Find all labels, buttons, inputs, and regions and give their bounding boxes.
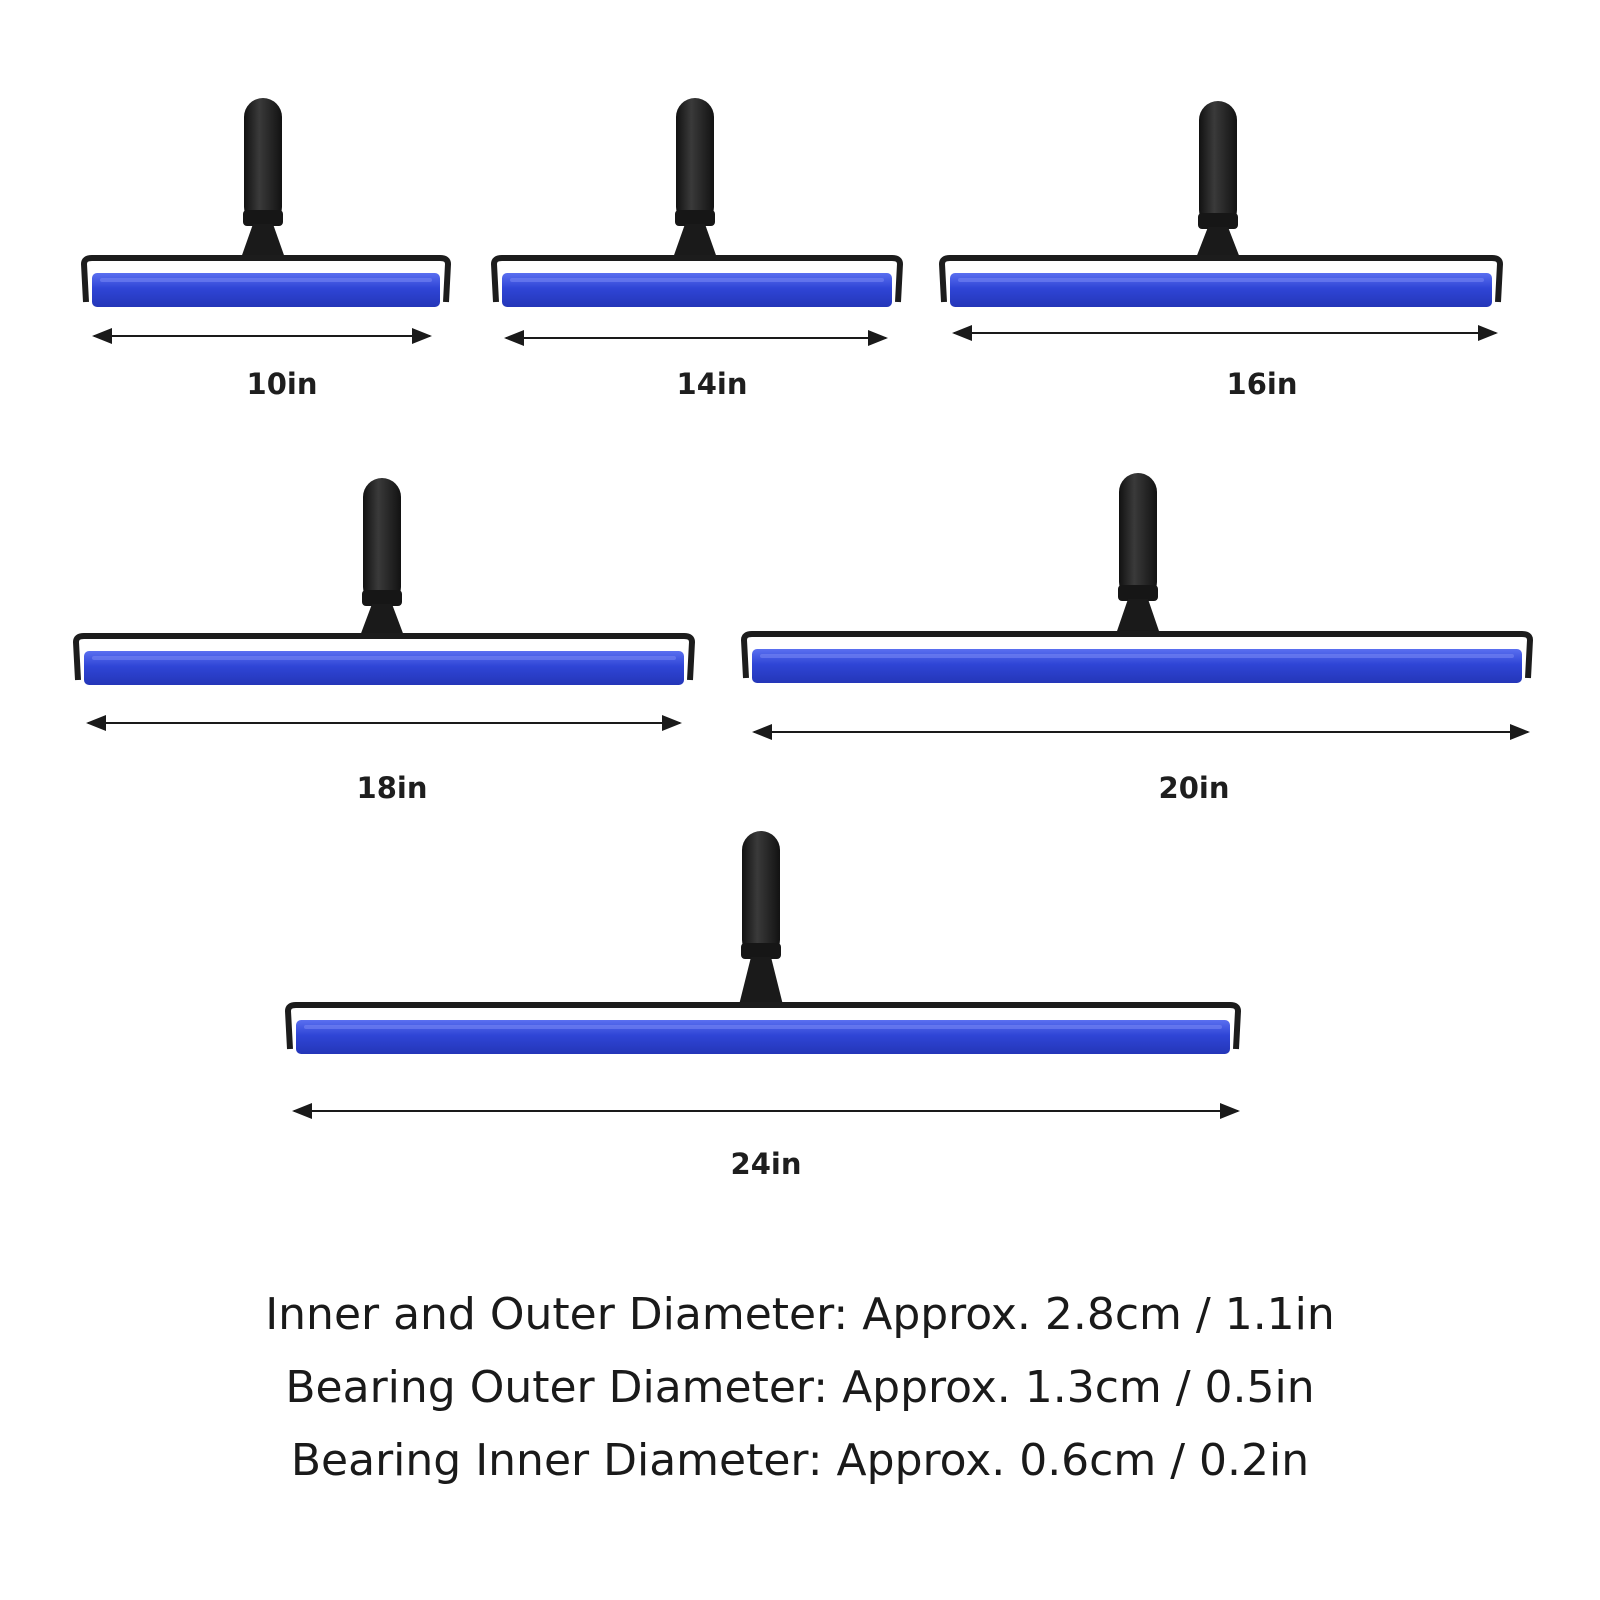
rollers-illustration [73, 98, 1533, 1119]
roller-24in [285, 831, 1241, 1119]
roller-highlight-20in [760, 654, 1514, 658]
handle-grip-14in [676, 98, 714, 226]
roller-20in [741, 473, 1533, 740]
handle-collar-16in [1198, 213, 1238, 229]
handle-bracket-24in [739, 957, 783, 1005]
spec-bearing-outer-diameter: Bearing Outer Diameter: Approx. 1.3cm / … [285, 1362, 1315, 1413]
roller-highlight-14in [510, 278, 884, 282]
size-label-18in: 18in [356, 771, 428, 805]
handle-collar-10in [243, 210, 283, 226]
roller-frame-14in [491, 255, 903, 303]
size-label-20in: 20in [1158, 771, 1230, 805]
size-label-14in: 14in [676, 367, 748, 401]
roller-frame-24in [285, 1002, 1241, 1050]
roller-16in [939, 101, 1503, 341]
roller-frame-20in [741, 631, 1533, 679]
handle-grip-20in [1119, 473, 1157, 601]
handle-grip-18in [363, 478, 401, 606]
roller-frame-18in [73, 633, 695, 681]
roller-highlight-24in [304, 1025, 1222, 1029]
roller-highlight-16in [958, 278, 1484, 282]
handle-bracket-16in [1196, 227, 1240, 258]
specifications: Inner and Outer Diameter: Approx. 2.8cm … [0, 1278, 1600, 1497]
handle-collar-24in [741, 943, 781, 959]
handle-collar-20in [1118, 585, 1158, 601]
spec-bearing-inner-diameter: Bearing Inner Diameter: Approx. 0.6cm / … [290, 1435, 1310, 1486]
roller-highlight-18in [92, 656, 676, 660]
roller-10in [81, 98, 451, 344]
roller-14in [491, 98, 903, 346]
size-label-10in: 10in [246, 367, 318, 401]
handle-grip-16in [1199, 101, 1237, 229]
size-label-16in: 16in [1226, 367, 1298, 401]
handle-bracket-10in [241, 224, 285, 258]
handle-grip-10in [244, 98, 282, 226]
roller-frame-16in [939, 255, 1503, 303]
roller-18in [73, 478, 695, 731]
handle-collar-14in [675, 210, 715, 226]
handle-bracket-14in [673, 224, 717, 258]
size-label-24in: 24in [730, 1147, 802, 1181]
handle-bracket-18in [360, 604, 404, 636]
roller-highlight-10in [100, 278, 432, 282]
handle-grip-24in [742, 831, 780, 959]
spec-inner-outer-diameter: Inner and Outer Diameter: Approx. 2.8cm … [265, 1289, 1335, 1340]
roller-frame-10in [81, 255, 451, 303]
handle-collar-18in [362, 590, 402, 606]
handle-bracket-20in [1116, 599, 1160, 634]
